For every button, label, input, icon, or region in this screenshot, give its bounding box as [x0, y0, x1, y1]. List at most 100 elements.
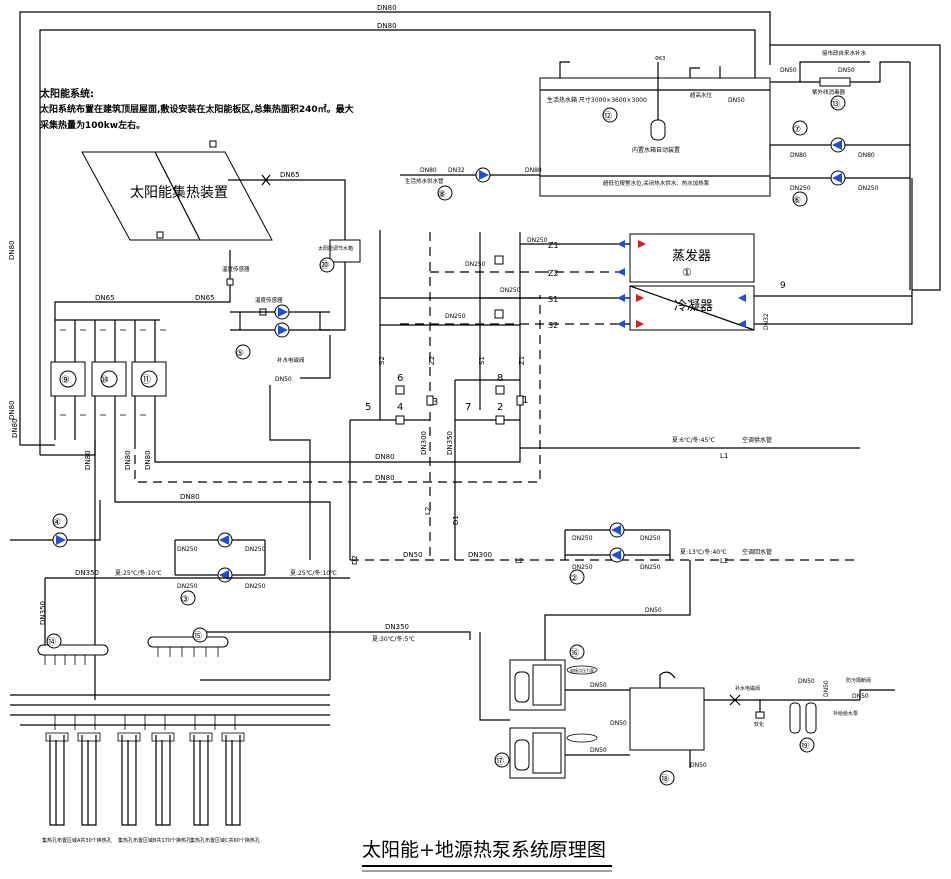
svg-text:DN65: DN65	[195, 294, 215, 302]
svg-text:⑩: ⑩	[100, 375, 109, 386]
makeup-valve-icon	[729, 694, 741, 706]
svg-text:集热孔布置区域B共170个换热孔: 集热孔布置区域B共170个换热孔	[118, 837, 191, 844]
hot-water-tank: 生活热水箱 尺寸3000×3600×3000 内置水箱自动装置 超低位报警水位,…	[539, 56, 771, 197]
solar-supply-pipe	[228, 179, 346, 240]
switching-valves: 6 5 4 3 8 7 2 1	[349, 373, 528, 560]
svg-text:DN250: DN250	[640, 564, 661, 571]
svg-text:DN80: DN80	[11, 418, 19, 438]
svg-text:7: 7	[465, 402, 471, 413]
svg-text:DN350: DN350	[75, 569, 99, 577]
svg-text:DN32: DN32	[763, 313, 770, 330]
svg-text:超高水位: 超高水位	[690, 91, 713, 99]
svg-text:DN250: DN250	[245, 546, 266, 553]
svg-text:紫外线消毒器: 紫外线消毒器	[812, 88, 846, 96]
svg-text:空调回水管: 空调回水管	[742, 548, 772, 556]
svg-text:DN80: DN80	[124, 450, 132, 470]
svg-text:空调供水管: 空调供水管	[742, 436, 772, 444]
svg-text:Φ63: Φ63	[655, 56, 665, 62]
svg-text:DN50: DN50	[645, 607, 662, 614]
svg-text:⑲: ⑲	[800, 741, 809, 752]
temp-sensor-icon	[226, 278, 234, 286]
page-title: 太阳能+地源热泵系统原理图	[362, 839, 606, 861]
svg-text:DN350: DN350	[385, 623, 409, 631]
svg-text:蒸发器: 蒸发器	[672, 248, 711, 264]
svg-text:3: 3	[432, 397, 438, 408]
inner-pipe-label: DN80	[377, 22, 397, 30]
svg-text:⑨: ⑨	[61, 375, 70, 386]
left-pipe-label-2: DN80	[8, 400, 16, 420]
svg-text:②: ②	[570, 574, 578, 584]
svg-text:L2: L2	[515, 557, 523, 565]
svg-text:软化: 软化	[754, 721, 764, 728]
svg-text:⑳: ⑳	[320, 260, 329, 271]
left-pipe-label: DN80	[8, 240, 16, 260]
svg-text:超低位报警水位,关闭热水供水、热水加热泵: 超低位报警水位,关闭热水供水、热水加热泵	[603, 179, 710, 187]
svg-text:DN50: DN50	[728, 97, 745, 104]
svg-text:冷凝器: 冷凝器	[674, 298, 713, 314]
svg-text:S1: S1	[478, 356, 486, 365]
svg-text:DN300: DN300	[420, 431, 428, 455]
svg-text:L2: L2	[720, 557, 728, 565]
svg-text:补给给水泵: 补给给水泵	[833, 710, 858, 717]
svg-text:Z1: Z1	[518, 356, 526, 365]
svg-text:DN250: DN250	[527, 237, 548, 244]
svg-text:S1: S1	[548, 295, 558, 304]
svg-text:太阳能调节水箱: 太阳能调节水箱	[318, 245, 353, 252]
svg-text:夏:6℃/冬:45℃: 夏:6℃/冬:45℃	[672, 436, 715, 444]
solar-valve-icon	[261, 174, 271, 186]
svg-text:温度传感器: 温度传感器	[255, 296, 283, 304]
svg-text:⑧: ⑧	[438, 190, 446, 200]
ground-return-pipe	[195, 631, 471, 640]
svg-text:L2: L2	[424, 507, 432, 515]
svg-text:DN50: DN50	[590, 682, 607, 689]
svg-text:③: ③	[181, 595, 189, 605]
svg-text:S2: S2	[378, 356, 386, 365]
svg-text:DN250: DN250	[500, 287, 521, 294]
svg-text:1: 1	[522, 395, 528, 406]
ground-loop-headers	[10, 679, 330, 730]
svg-text:DN250: DN250	[177, 583, 198, 590]
svg-text:夏:30℃/冬:5℃: 夏:30℃/冬:5℃	[372, 635, 415, 643]
svg-text:⑪: ⑪	[141, 374, 151, 386]
svg-text:8: 8	[497, 373, 503, 384]
svg-text:⑦: ⑦	[793, 125, 801, 135]
svg-text:DN50: DN50	[275, 376, 292, 383]
svg-text:DN80: DN80	[144, 450, 152, 470]
svg-text:温度传感器: 温度传感器	[222, 265, 250, 273]
ground-pumps: ③ DN250 DN250 DN250 DN250	[174, 532, 266, 606]
solar-pump-group: ⑤	[230, 304, 330, 360]
svg-text:电接点压力表: 电接点压力表	[570, 667, 594, 673]
tank-label: 生活热水箱 尺寸3000×3600×3000	[547, 96, 647, 104]
uv-sterilizer: 紫外线消毒器 ⑬ 接市政自来水补水 DN50 DN50	[770, 49, 910, 111]
svg-text:DN80: DN80	[180, 493, 200, 501]
svg-text:⑰: ⑰	[495, 756, 504, 767]
svg-text:DN50: DN50	[610, 720, 627, 727]
svg-text:DN250: DN250	[790, 185, 811, 192]
collector-return-pipe	[54, 250, 231, 345]
svg-text:补水电磁阀: 补水电磁阀	[735, 685, 760, 692]
svg-text:⑫: ⑫	[603, 111, 612, 122]
svg-text:DN80: DN80	[420, 167, 437, 174]
svg-text:9: 9	[780, 281, 786, 291]
svg-text:S2: S2	[548, 321, 558, 330]
svg-text:DN50: DN50	[838, 67, 855, 74]
svg-text:DN50: DN50	[798, 678, 815, 685]
svg-text:DN50: DN50	[590, 747, 607, 754]
svg-text:⑬: ⑬	[831, 99, 840, 110]
dn80-dashed-line	[134, 295, 541, 483]
svg-text:Z2: Z2	[548, 269, 559, 278]
svg-text:DN250: DN250	[245, 583, 266, 590]
svg-text:集热孔布置区域C共60个换热孔: 集热孔布置区域C共60个换热孔	[190, 837, 260, 844]
svg-text:生活热水供水管: 生活热水供水管	[405, 177, 444, 185]
svg-text:⑮: ⑮	[193, 631, 202, 642]
svg-text:DN250: DN250	[572, 535, 593, 542]
softened-water-tank: ⑱	[629, 671, 705, 786]
svg-text:DN80: DN80	[858, 152, 875, 159]
svg-text:夏:25℃/冬:10℃: 夏:25℃/冬:10℃	[290, 569, 337, 577]
svg-text:DN80: DN80	[84, 450, 92, 470]
circled-number-20	[319, 257, 335, 273]
manifold-14: ⑭	[37, 633, 109, 665]
svg-text:2: 2	[497, 402, 503, 413]
svg-text:防污隔断阀: 防污隔断阀	[846, 677, 871, 684]
borehole-field	[45, 732, 245, 826]
